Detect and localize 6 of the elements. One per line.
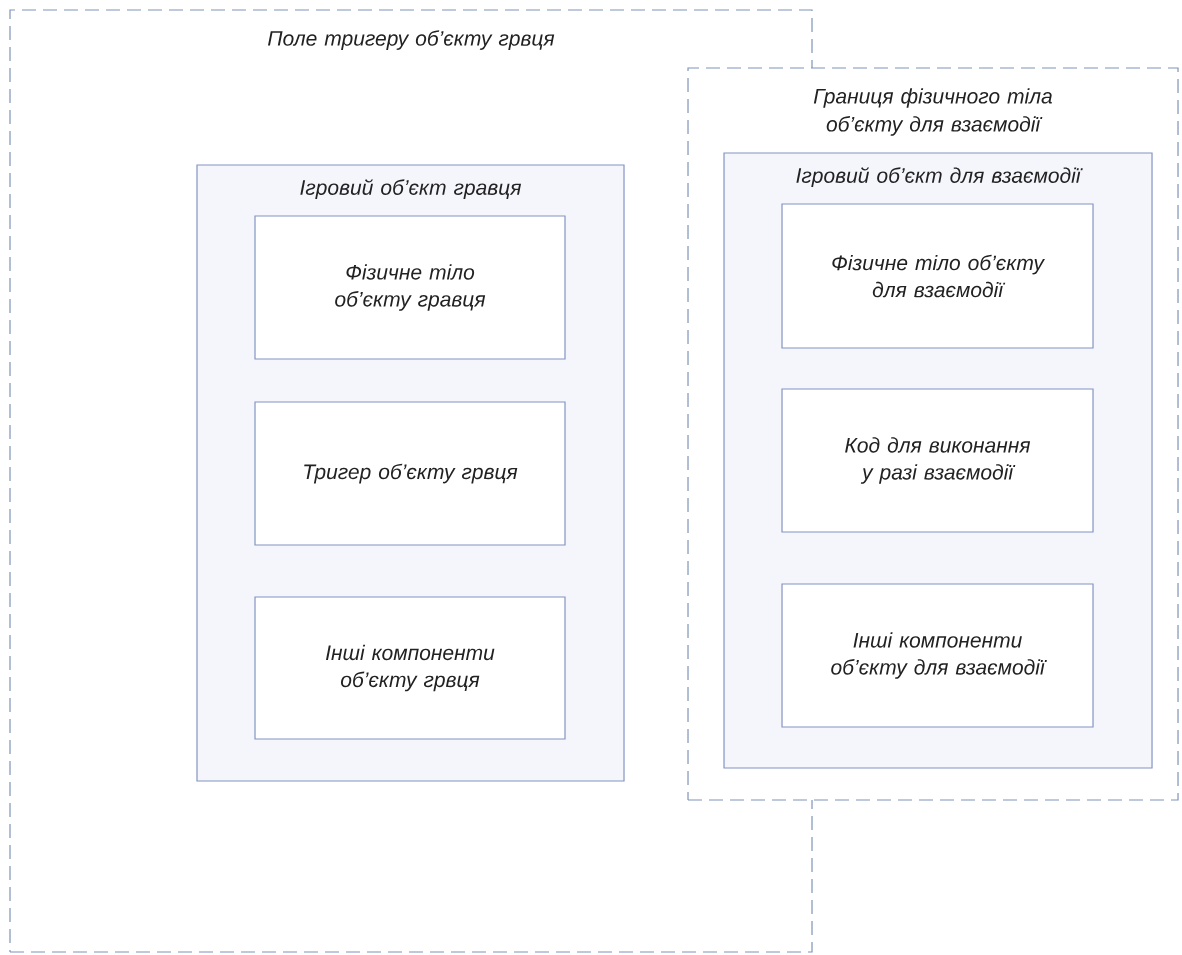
component-box: Інші компоненти об’єкту грвця	[254, 596, 566, 740]
component-box: Інші компоненти об’єкту для взаємодії	[781, 583, 1094, 728]
component-box: Код для виконання у разі взаємодії	[781, 388, 1094, 533]
component-box: Тригер об’єкту грвця	[254, 401, 566, 546]
component-box: Фізичне тіло об’єкту для взаємодії	[781, 203, 1094, 349]
component-box: Фізичне тіло об’єкту гравця	[254, 215, 566, 360]
